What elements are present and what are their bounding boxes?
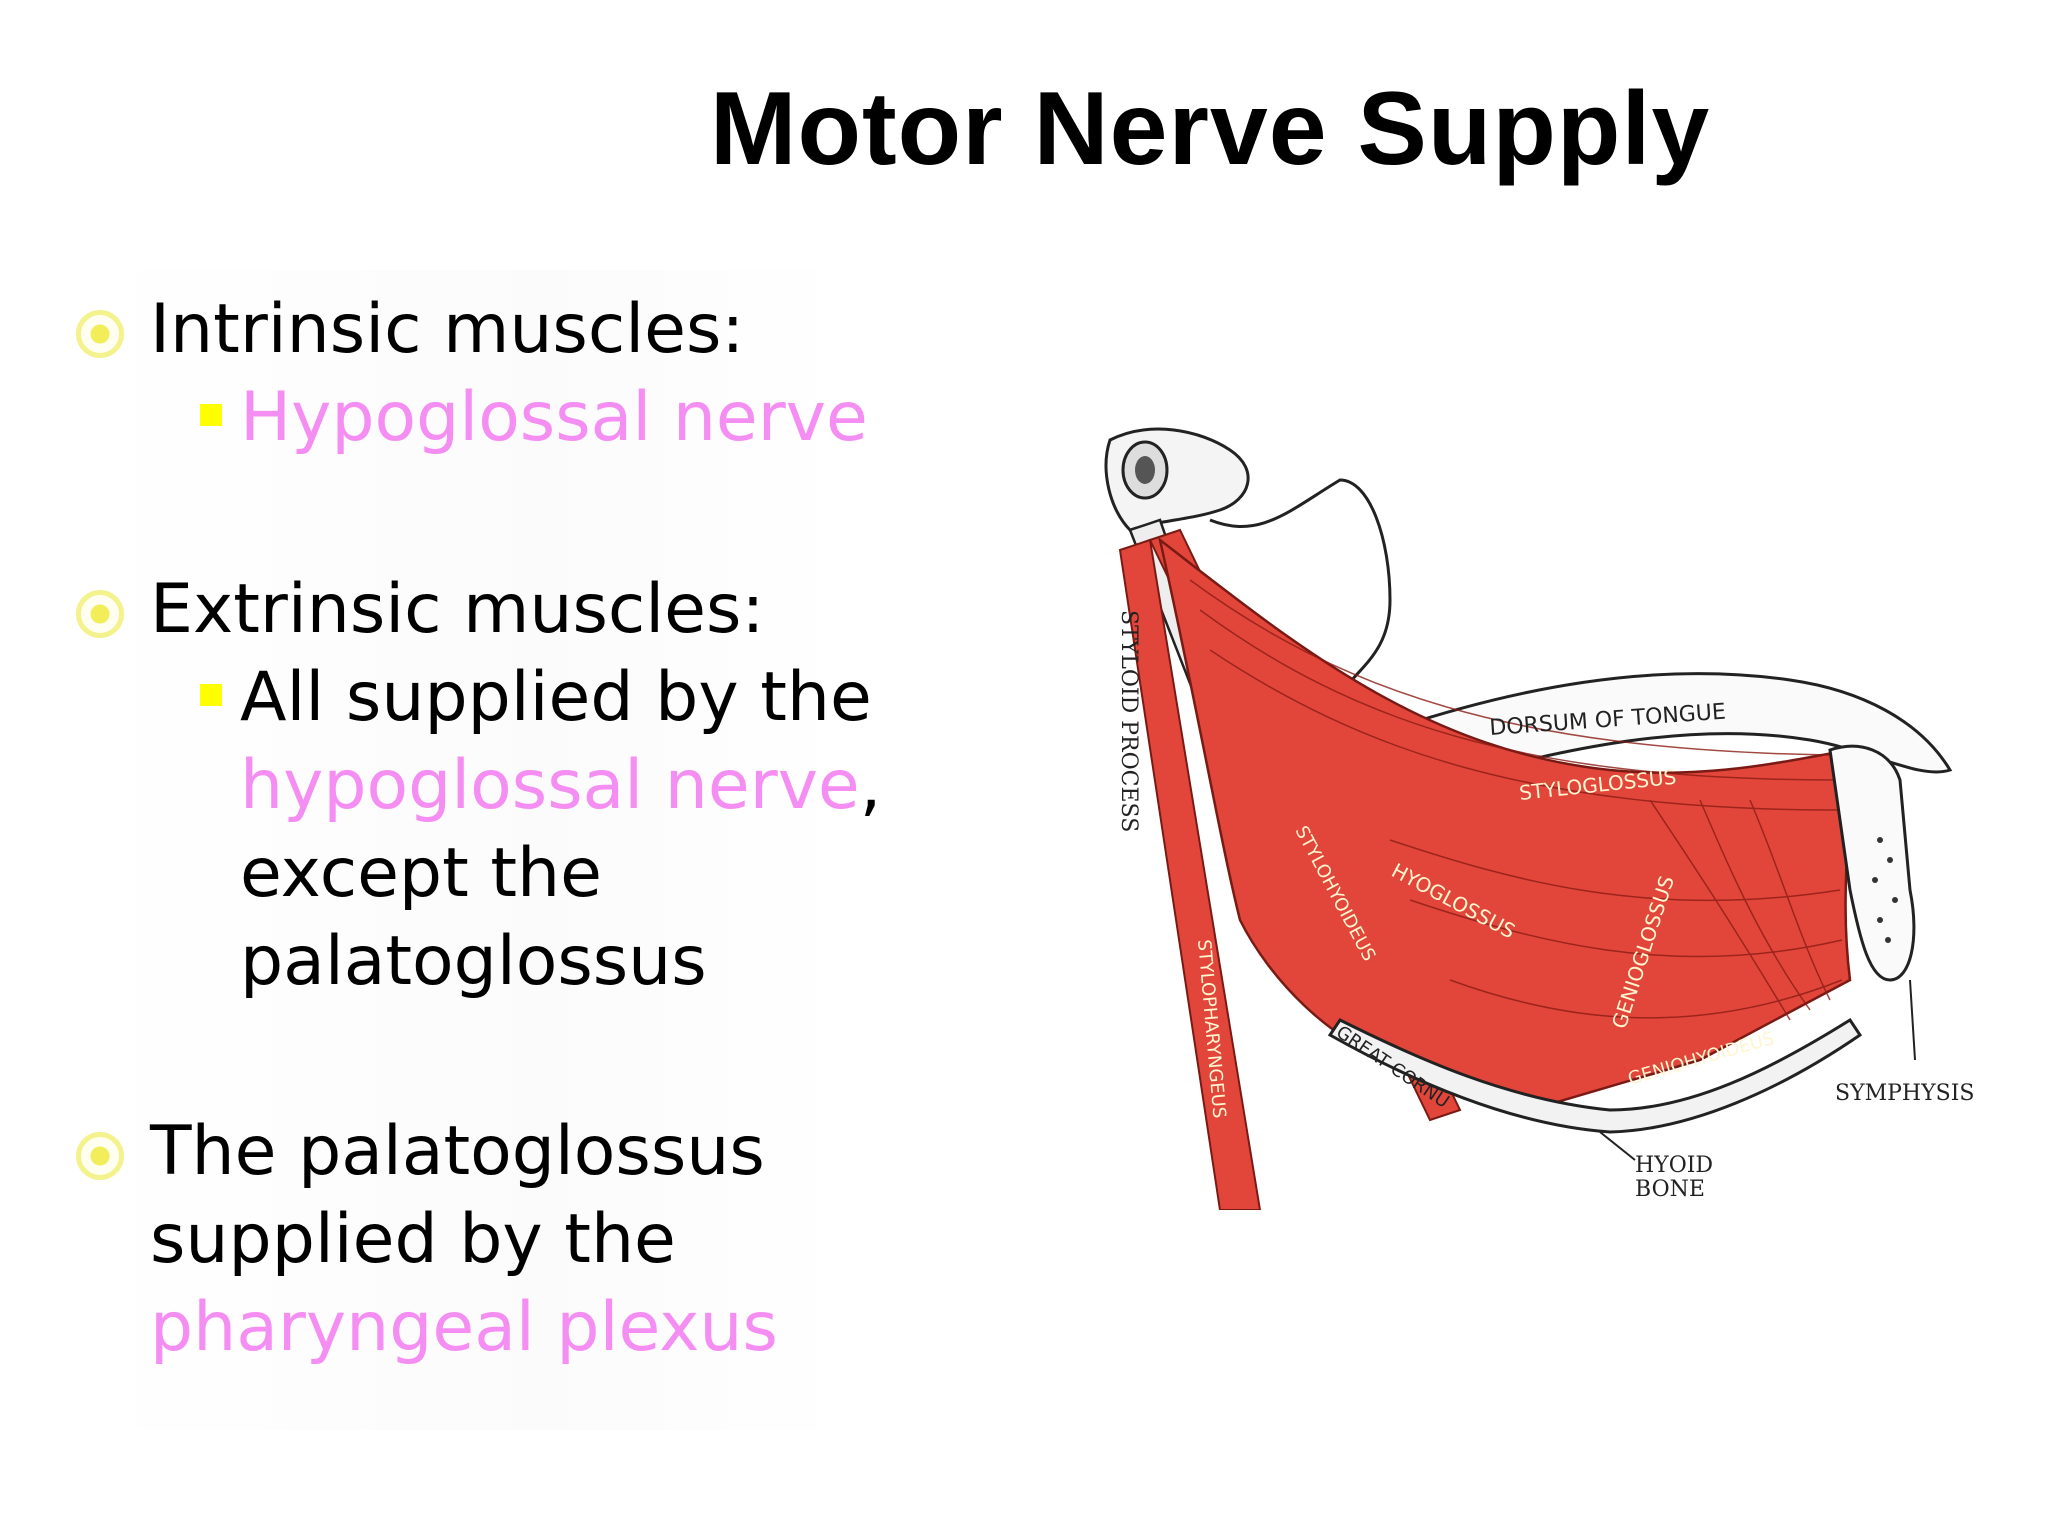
item-heading: Extrinsic muscles: <box>150 570 765 649</box>
label-styloid-process: STYLOID PROCESS <box>1116 610 1141 832</box>
item-line: The palatoglossus <box>150 1112 765 1191</box>
item-heading: Intrinsic muscles: <box>150 290 745 369</box>
sub-line: hypoglossal nerve, <box>240 742 881 830</box>
item-text: The palatoglossus supplied by the pharyn… <box>150 1108 778 1372</box>
label-hyoid: HYOID <box>1635 1153 1713 1178</box>
item-line: supplied by the <box>150 1200 676 1279</box>
slide-title: Motor Nerve Supply <box>709 71 1711 187</box>
square-bullet-icon <box>200 684 222 706</box>
label-bone: BONE <box>1635 1177 1705 1202</box>
item-line: pharyngeal plexus <box>150 1288 778 1367</box>
square-bullet-icon <box>200 404 222 426</box>
tongue-muscles-illustration: STYLOID PROCESS DORSUM OF TONGUE STYLOGL… <box>1104 427 1974 1210</box>
sub-bullet-intrinsic: Hypoglossal nerve <box>200 374 868 462</box>
text-panel <box>90 270 850 1430</box>
sub-line: except the <box>240 834 602 913</box>
sub-line: Hypoglossal nerve <box>240 378 868 457</box>
sub-line: palatoglossus <box>240 922 707 1001</box>
sub-bullet-extrinsic: All supplied by the hypoglossal nerve, e… <box>200 654 881 1006</box>
target-bullet-icon <box>76 590 124 638</box>
sub-line: All supplied by the <box>240 658 872 737</box>
comma-text: , <box>859 746 882 825</box>
target-bullet-icon <box>76 310 124 358</box>
label-symphysis: SYMPHYSIS <box>1835 1081 1974 1106</box>
pink-text: hypoglossal nerve <box>240 746 860 825</box>
target-bullet-icon <box>76 1132 124 1180</box>
